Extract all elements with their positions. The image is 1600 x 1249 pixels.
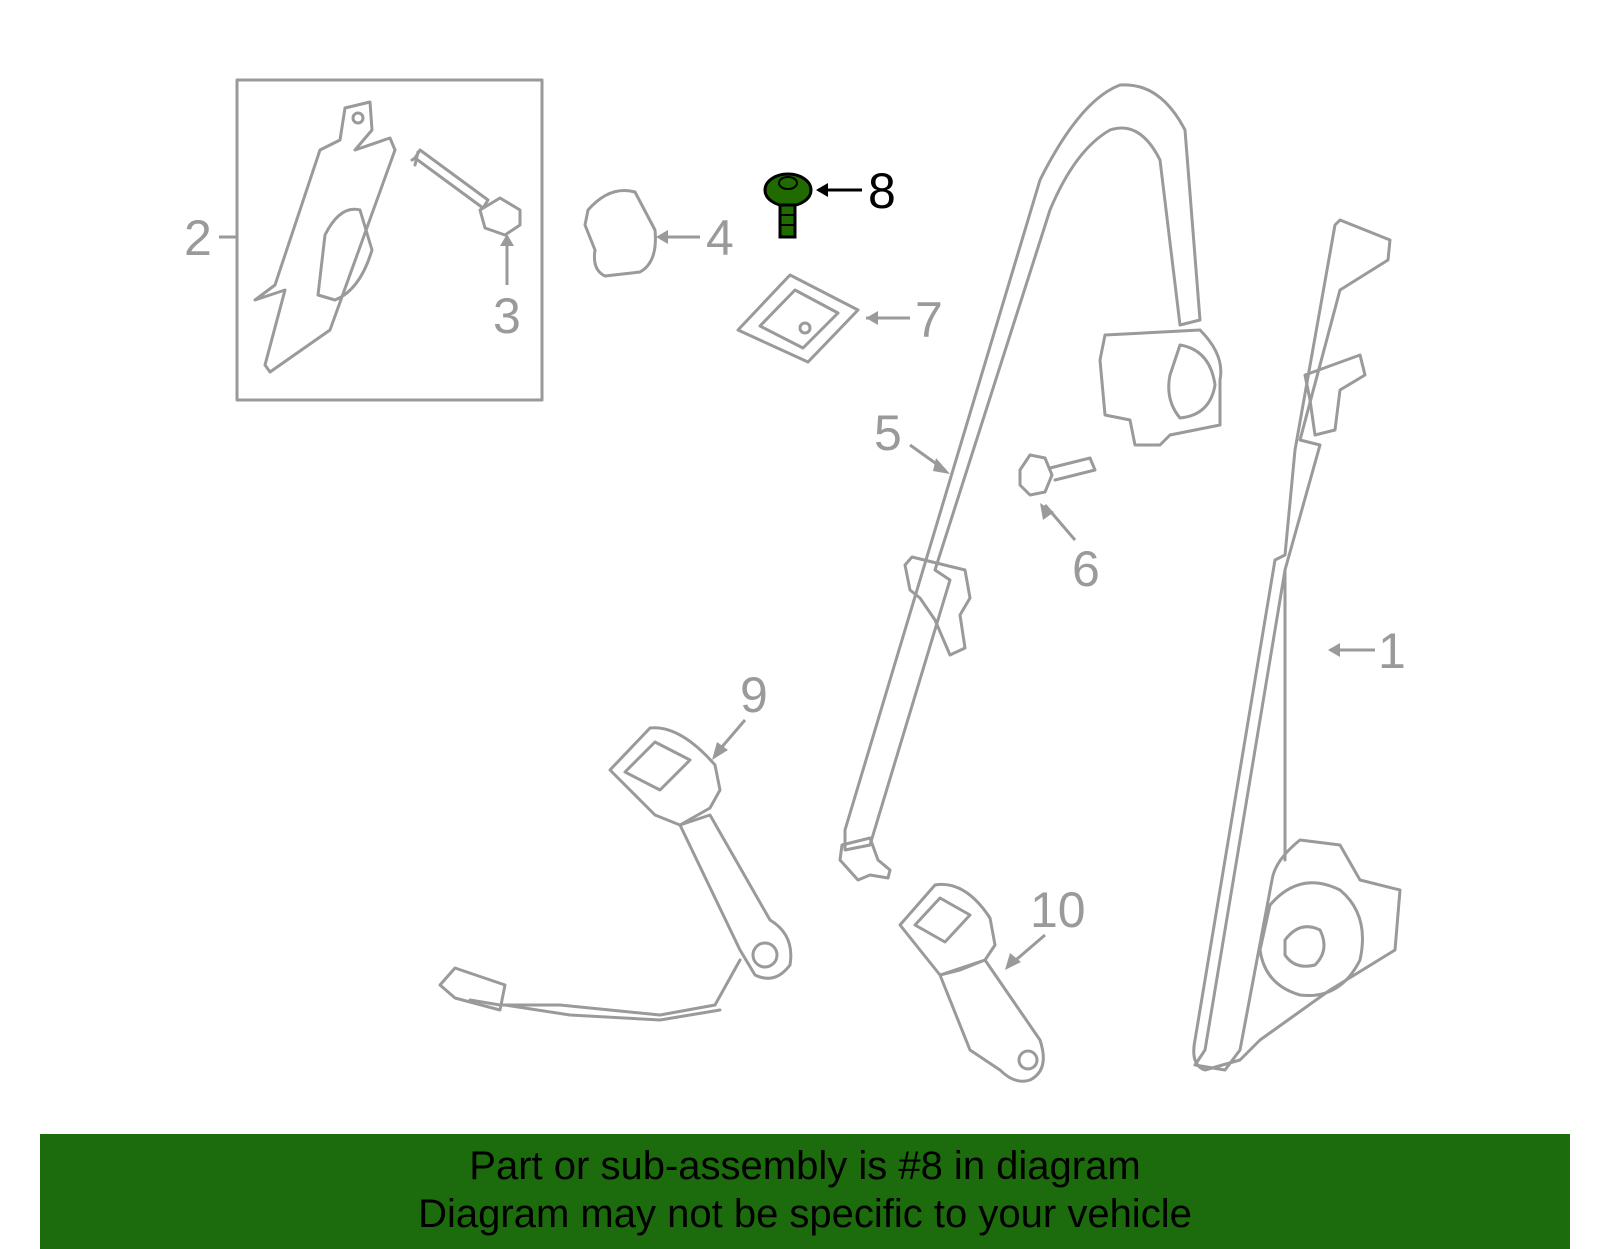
part-5-end-fitting bbox=[838, 836, 892, 882]
callout-4: 4 bbox=[706, 210, 734, 266]
part-9-buckle bbox=[608, 726, 722, 827]
part-9-wire-harness bbox=[468, 958, 742, 1022]
part-10-buckle bbox=[898, 882, 1045, 1083]
callout-1: 1 bbox=[1378, 623, 1406, 679]
part-5-retractor bbox=[1098, 328, 1223, 447]
part-5-belt-webbing bbox=[843, 83, 1202, 852]
part-2-group bbox=[235, 78, 544, 402]
part-9-stalk bbox=[678, 813, 793, 980]
part-2-box bbox=[235, 78, 544, 402]
part-1-spool bbox=[1258, 881, 1364, 998]
callout-8: 8 bbox=[868, 163, 896, 219]
callout-2: 2 bbox=[184, 210, 212, 266]
part-5-guide-clip bbox=[903, 555, 972, 657]
part-6-bolt bbox=[1018, 453, 1097, 497]
part-3-bolt bbox=[410, 148, 522, 237]
callout-5: 5 bbox=[874, 405, 902, 461]
callout-7: 7 bbox=[915, 292, 943, 348]
part-1-adjuster-rail bbox=[1192, 218, 1402, 1072]
banner-line-disclaimer: Diagram may not be specific to your vehi… bbox=[418, 1192, 1192, 1236]
info-banner: Part or sub-assembly is #8 in diagram Di… bbox=[40, 1134, 1570, 1249]
callout-3: 3 bbox=[493, 288, 521, 344]
part-9-connector bbox=[438, 966, 507, 1012]
part-8-bolt-shank bbox=[778, 203, 797, 239]
callout-6: 6 bbox=[1072, 541, 1100, 597]
part-4-cap bbox=[583, 189, 657, 278]
part-7-pad bbox=[736, 273, 860, 364]
callout-10: 10 bbox=[1030, 882, 1086, 938]
part-2-anchor-cover bbox=[253, 100, 397, 374]
part-8-bolt bbox=[763, 172, 813, 239]
callout-9: 9 bbox=[740, 667, 768, 723]
banner-line-part: Part or sub-assembly is #8 in diagram bbox=[469, 1144, 1141, 1188]
part-1-slider bbox=[1303, 353, 1367, 437]
